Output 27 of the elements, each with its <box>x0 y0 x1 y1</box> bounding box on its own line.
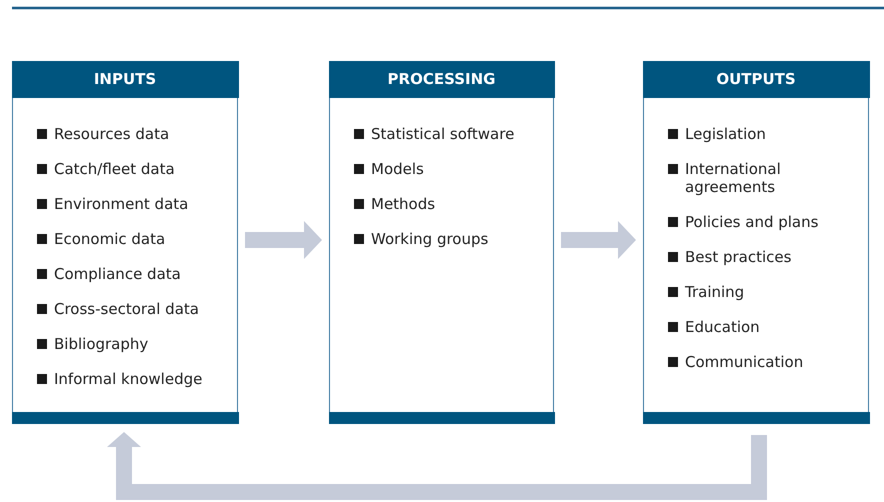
list-item: Environment data <box>54 195 188 213</box>
list-item: Working groups <box>371 230 488 248</box>
list-item: Models <box>371 160 424 178</box>
panel-heading: OUTPUTS <box>642 60 870 98</box>
panel-heading: PROCESSING <box>328 60 554 98</box>
list-item: Policies and plans <box>685 213 818 231</box>
flow-arrow <box>561 221 636 259</box>
list-item: Bibliography <box>54 335 148 353</box>
list-item: Informal knowledge <box>54 370 202 388</box>
list-panel <box>12 61 238 423</box>
list-item: Communication <box>685 353 804 371</box>
list-item: International agreements <box>685 160 782 196</box>
list-item: Methods <box>371 195 436 213</box>
list-panel <box>329 61 554 423</box>
list-item: Statistical software <box>371 125 514 143</box>
list-item: Cross-sectoral data <box>54 300 199 318</box>
list-panel <box>643 61 869 423</box>
list-item: Best practices <box>685 248 792 266</box>
flow-arrow <box>245 221 322 259</box>
list-item: Training <box>685 283 744 301</box>
list-item: Catch/fleet data <box>54 160 175 178</box>
list-item: Education <box>685 318 760 336</box>
list-item: Resources data <box>54 125 170 143</box>
list-item: Legislation <box>685 125 766 143</box>
panel-heading: INPUTS <box>12 60 238 98</box>
list-item: Compliance data <box>54 265 181 283</box>
list-item: Economic data <box>54 230 166 248</box>
